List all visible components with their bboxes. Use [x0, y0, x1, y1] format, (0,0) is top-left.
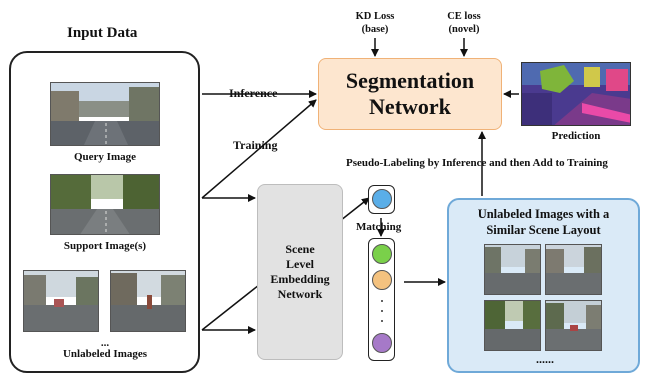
similar-scene-title: Unlabeled Images with a Similar Scene La… [477, 207, 610, 237]
kd-loss-label: KD Loss(base) [355, 11, 395, 35]
unlabeled-image-2 [110, 270, 186, 332]
list-dot [381, 320, 383, 322]
embedding-circle-purple [372, 333, 392, 353]
more-images-ellipsis: ...... [536, 352, 554, 366]
support-image-caption: Support Image(s) [63, 240, 147, 252]
query-image [50, 82, 160, 146]
matching-label: Matching [356, 221, 402, 233]
similar-scene-image-4 [545, 300, 602, 351]
input-data-title: Input Data [67, 25, 138, 41]
pseudo-labeling-label: Pseudo-Labeling by Inference and then Ad… [346, 157, 608, 169]
similar-scene-image-2 [545, 244, 602, 295]
list-dot [381, 310, 383, 312]
query-embedding-circle [372, 189, 392, 209]
prediction-image [521, 62, 631, 126]
similar-scene-images-box: Unlabeled Images with a Similar Scene La… [447, 198, 640, 373]
inference-label: Inference [229, 86, 278, 100]
embedding-circle-green [372, 244, 392, 264]
list-dot [381, 300, 383, 302]
similar-scene-image-1 [484, 244, 541, 295]
similar-scene-image-3 [484, 300, 541, 351]
embedding-circle-orange [372, 270, 392, 290]
ce-loss-label: CE loss(novel) [447, 11, 481, 35]
support-image [50, 174, 160, 235]
ellipsis: ... [100, 337, 110, 349]
unlabeled-images-caption: Unlabeled Images [62, 348, 148, 360]
prediction-label: Prediction [551, 130, 601, 142]
query-image-caption: Query Image [73, 151, 136, 163]
scene-embedding-network-box: Scene Level Embedding Network [257, 184, 343, 360]
unlabeled-image-1 [23, 270, 99, 332]
training-label: Training [233, 138, 278, 152]
